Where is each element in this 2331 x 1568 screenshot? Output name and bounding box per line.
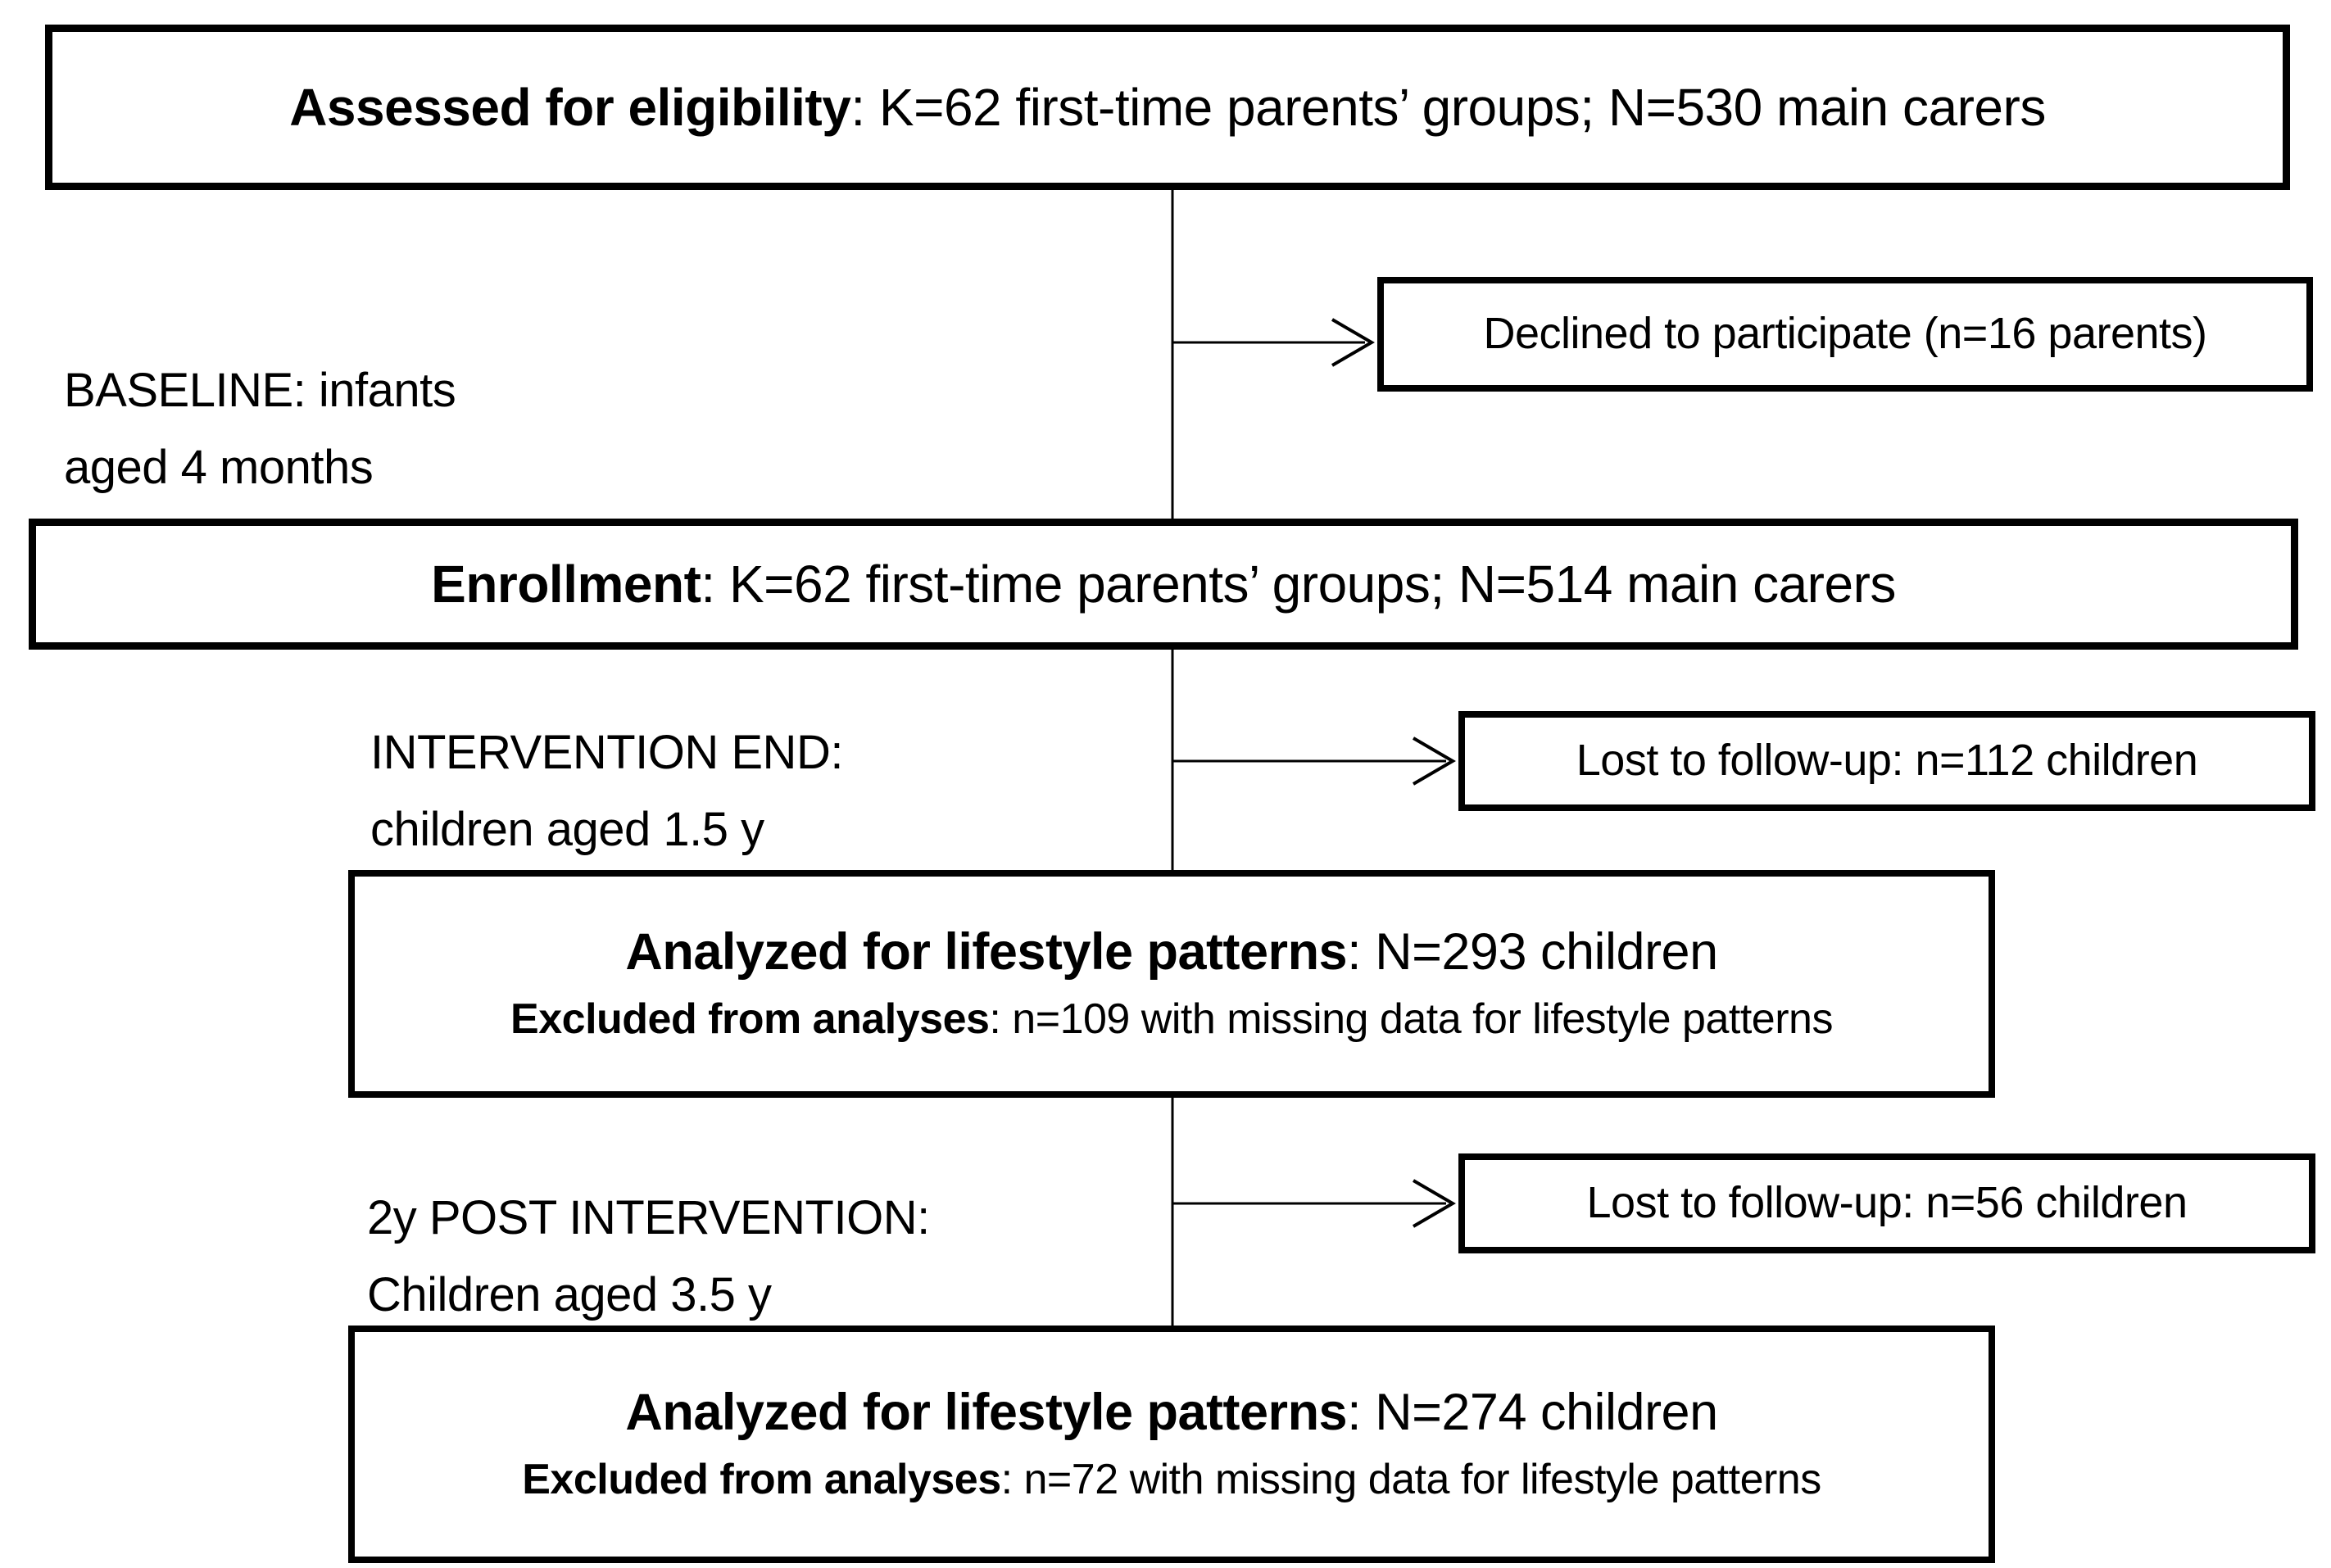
enrollment-label: Enrollment — [431, 555, 701, 614]
analyzed-2-label: Analyzed for lifestyle patterns — [625, 1383, 1348, 1441]
excluded-2-value: : n=72 with missing data for lifestyle p… — [1000, 1456, 1822, 1504]
excluded-2-label: Excluded from analyses — [522, 1456, 1001, 1504]
analyzed-2-value: : N=274 children — [1347, 1383, 1718, 1441]
post-intervention-label-line2: Children aged 3.5 y — [367, 1267, 772, 1321]
baseline-label-line1: BASELINE: infants — [64, 364, 456, 417]
analyzed-1-line1: Analyzed for lifestyle patterns: N=293 c… — [625, 917, 1718, 988]
branch-arrow-lost-2 — [1173, 1179, 1456, 1228]
declined-text: Declined to participate (n=16 parents) — [1483, 309, 2207, 359]
analyzed-1-value: : N=293 children — [1347, 922, 1718, 981]
lost-followup-text-2: Lost to follow-up: n=56 children — [1586, 1178, 2188, 1228]
lost-followup-box-2: Lost to follow-up: n=56 children — [1458, 1153, 2315, 1253]
lost-followup-text-1: Lost to follow-up: n=112 children — [1576, 736, 2198, 786]
enrollment-value: : K=62 first-time parents’ groups; N=514… — [701, 555, 1896, 614]
enrollment-text: Enrollment: K=62 first-time parents’ gro… — [431, 551, 1896, 617]
eligibility-box: Assessed for eligibility: K=62 first-tim… — [45, 25, 2290, 190]
analyzed-box-2: Analyzed for lifestyle patterns: N=274 c… — [348, 1326, 1995, 1563]
declined-box: Declined to participate (n=16 parents) — [1377, 277, 2313, 392]
intervention-end-label-line2: children aged 1.5 y — [370, 802, 764, 856]
eligibility-label: Assessed for eligibility — [289, 78, 851, 137]
excluded-1-value: : n=109 with missing data for lifestyle … — [989, 995, 1833, 1044]
arrowhead-icon — [1412, 736, 1456, 786]
intervention-end-timepoint-label: INTERVENTION END: children aged 1.5 y — [370, 714, 843, 868]
eligibility-text: Assessed for eligibility: K=62 first-tim… — [289, 75, 2046, 140]
arrowhead-icon — [1331, 318, 1375, 367]
post-intervention-label-line1: 2y POST INTERVENTION: — [367, 1191, 930, 1244]
analyzed-2-line2: Excluded from analyses: n=72 with missin… — [522, 1448, 1821, 1511]
lost-followup-box-1: Lost to follow-up: n=112 children — [1458, 711, 2315, 811]
excluded-1-label: Excluded from analyses — [510, 995, 990, 1044]
analyzed-2-line1: Analyzed for lifestyle patterns: N=274 c… — [625, 1377, 1718, 1448]
intervention-end-label-line1: INTERVENTION END: — [370, 726, 843, 779]
analyzed-box-1: Analyzed for lifestyle patterns: N=293 c… — [348, 870, 1995, 1098]
post-intervention-timepoint-label: 2y POST INTERVENTION: Children aged 3.5 … — [367, 1180, 930, 1334]
analyzed-1-line2: Excluded from analyses: n=109 with missi… — [510, 987, 1833, 1051]
eligibility-value: : K=62 first-time parents’ groups; N=530… — [850, 78, 2046, 137]
branch-arrow-declined — [1173, 318, 1375, 367]
analyzed-1-label: Analyzed for lifestyle patterns — [625, 922, 1348, 981]
baseline-timepoint-label: BASELINE: infants aged 4 months — [64, 352, 456, 506]
enrollment-box: Enrollment: K=62 first-time parents’ gro… — [29, 519, 2298, 650]
arrowhead-icon — [1412, 1179, 1456, 1228]
branch-arrow-lost-1 — [1173, 736, 1456, 786]
baseline-label-line2: aged 4 months — [64, 440, 374, 494]
